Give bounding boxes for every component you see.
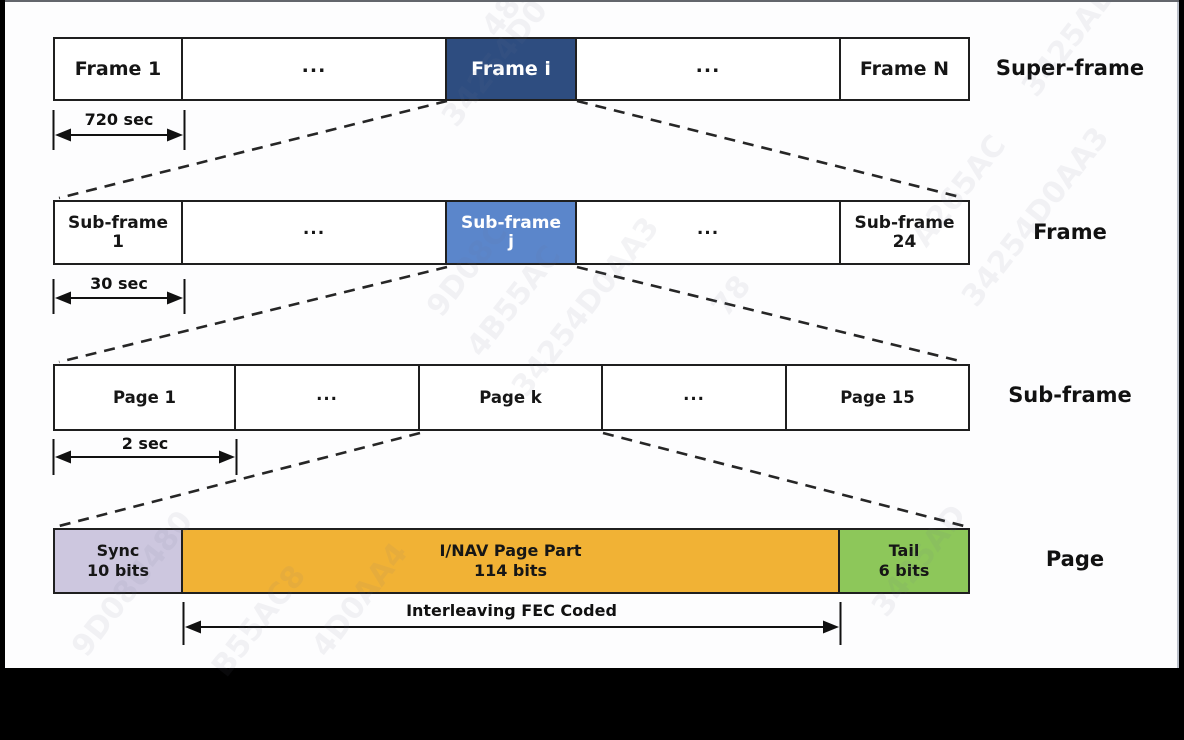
- superframe-side-label: Super-frame: [995, 56, 1145, 80]
- cell-text: Page 1: [112, 388, 176, 407]
- fec-span-arrow: [182, 602, 842, 645]
- frame-cell-subframe-24: Sub-frame 24: [841, 202, 968, 263]
- cell-text-line1: Sub-frame: [460, 212, 562, 233]
- cell-text-line2: 1: [112, 231, 124, 252]
- cell-text: Frame 1: [74, 57, 162, 80]
- superframe-cell-frame-1: Frame 1: [55, 39, 183, 99]
- duration-label-30sec: 30 sec: [90, 274, 148, 293]
- subframe-cell-page-15: Page 15: [787, 366, 968, 429]
- superframe-cell-ellipsis-right: ...: [577, 39, 841, 99]
- subframe-cell-ellipsis-right: ...: [603, 366, 787, 429]
- page-cell-sync: Sync 10 bits: [55, 530, 183, 592]
- duration-arrow-720sec: [52, 110, 186, 150]
- superframe-cell-frame-i: Frame i: [447, 39, 577, 99]
- subframe-row: Page 1 ... Page k ... Page 15: [53, 364, 970, 431]
- superframe-row: Frame 1 ... Frame i ... Frame N: [53, 37, 970, 101]
- cell-text-line1: I/NAV Page Part: [439, 541, 582, 560]
- ellipsis-text: ...: [695, 54, 721, 77]
- cell-text-line1: Sub-frame: [854, 212, 955, 233]
- duration-label-720sec: 720 sec: [84, 110, 154, 129]
- duration-arrow-30sec: [52, 279, 186, 314]
- cell-text-line2: 114 bits: [473, 561, 548, 580]
- subframe-cell-page-1: Page 1: [55, 366, 236, 429]
- frame-cell-subframe-1: Sub-frame 1: [55, 202, 183, 263]
- frame-cell-subframe-j: Sub-frame j: [447, 202, 577, 263]
- ellipsis-text: ...: [316, 385, 338, 404]
- cell-text-line2: 24: [892, 231, 917, 252]
- subframe-cell-page-k: Page k: [420, 366, 603, 429]
- subframe-side-label: Sub-frame: [1008, 383, 1132, 407]
- frame-cell-ellipsis-right: ...: [577, 202, 841, 263]
- bottom-black-bar: [0, 668, 1184, 740]
- sheet-right-edge-line: [1177, 2, 1179, 670]
- ellipsis-text: ...: [683, 385, 705, 404]
- cell-text-line1: Sub-frame: [67, 212, 169, 233]
- dashed-connector-lines: [58, 99, 965, 528]
- cell-text: Frame N: [859, 57, 950, 80]
- cell-text: Page k: [479, 388, 542, 407]
- superframe-cell-frame-n: Frame N: [841, 39, 968, 99]
- slide-background: Frame 1 ... Frame i ... Frame N Super-fr…: [5, 0, 1179, 684]
- page-row: Sync 10 bits I/NAV Page Part 114 bits Ta…: [53, 528, 970, 594]
- frame-side-label: Frame: [1033, 220, 1107, 244]
- cell-text-line2: 10 bits: [87, 561, 149, 580]
- page-cell-inav-page-part: I/NAV Page Part 114 bits: [183, 530, 840, 592]
- cell-text: Frame i: [471, 57, 551, 80]
- page-side-label: Page: [1045, 547, 1105, 571]
- page-cell-tail: Tail 6 bits: [840, 530, 968, 592]
- fec-coded-label: Interleaving FEC Coded: [406, 601, 617, 620]
- ellipsis-text: ...: [302, 219, 326, 239]
- cell-text-line1: Sync: [96, 541, 140, 560]
- subframe-cell-ellipsis-left: ...: [236, 366, 420, 429]
- connector-lines-layer: [52, 99, 965, 645]
- frame-cell-ellipsis-left: ...: [183, 202, 447, 263]
- frame-row: Sub-frame 1 ... Sub-frame j ... Sub-fram…: [53, 200, 970, 265]
- cell-text-line2: j: [508, 231, 514, 252]
- superframe-cell-ellipsis-left: ...: [183, 39, 447, 99]
- ellipsis-text: ...: [696, 219, 720, 239]
- ellipsis-text: ...: [301, 54, 327, 77]
- cell-text-line2: 6 bits: [878, 561, 930, 580]
- duration-arrow-2sec: [52, 439, 238, 475]
- cell-text-line1: Tail: [888, 541, 920, 560]
- cell-text: Page 15: [840, 388, 915, 407]
- duration-label-2sec: 2 sec: [121, 434, 169, 453]
